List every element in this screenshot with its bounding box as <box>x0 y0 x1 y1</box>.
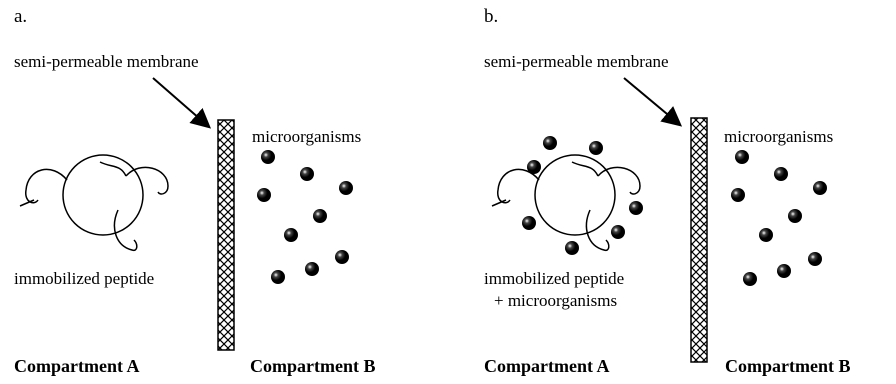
panel-b-peptide-chain-left <box>498 169 539 202</box>
panel-b-compartment-a: Compartment A <box>484 356 609 376</box>
panel-b-membrane-label: semi-permeable membrane <box>484 52 669 71</box>
bound-microorganism <box>565 241 579 255</box>
bound-microorganism <box>527 160 541 174</box>
panel-a-peptide-label: immobilized peptide <box>14 269 154 288</box>
microorganism <box>313 209 327 223</box>
microorganism <box>774 167 788 181</box>
microorganism <box>335 250 349 264</box>
panel-a-peptide-chain-right <box>126 167 168 194</box>
panel-b-organisms-label: microorganisms <box>724 127 833 146</box>
panel-b-peptide-label-line2: + microorganisms <box>494 291 617 310</box>
panel-b-bead-circle <box>535 155 615 235</box>
panel-a-compartment-b: Compartment B <box>250 356 375 376</box>
microorganism <box>813 181 827 195</box>
panel-a-label: a. <box>14 6 27 27</box>
panel-a-chain-top <box>100 162 126 176</box>
panel-a-membrane-label: semi-permeable membrane <box>14 52 199 71</box>
microorganism <box>808 252 822 266</box>
microorganism <box>788 209 802 223</box>
panel-b-bound-organisms <box>522 136 643 255</box>
panel-a: a. semi-permeable membrane immobilized p… <box>14 6 375 376</box>
panel-b-label: b. <box>484 6 498 27</box>
microorganism <box>731 188 745 202</box>
panel-b-peptide-chain-bottom <box>586 210 608 250</box>
microorganism <box>261 150 275 164</box>
bound-microorganism <box>522 216 536 230</box>
panel-a-organisms-label: microorganisms <box>252 127 361 146</box>
panel-b-membrane-arrow <box>624 78 679 124</box>
panel-a-membrane <box>218 120 234 350</box>
microorganism <box>300 167 314 181</box>
panel-b-membrane <box>691 118 707 362</box>
panel-b: b. semi-permeable membrane immobilized p… <box>484 6 850 376</box>
bound-microorganism <box>543 136 557 150</box>
panel-b-chain-top <box>572 162 598 176</box>
panel-a-membrane-arrow <box>153 78 208 126</box>
panel-a-peptide-chain-left <box>26 169 67 202</box>
microorganism <box>257 188 271 202</box>
microorganism <box>759 228 773 242</box>
panel-b-compartment-b: Compartment B <box>725 356 850 376</box>
panel-a-bead-circle <box>63 155 143 235</box>
bound-microorganism <box>611 225 625 239</box>
microorganism <box>777 264 791 278</box>
bound-microorganism <box>629 201 643 215</box>
microorganism <box>305 262 319 276</box>
panel-b-peptide-label: immobilized peptide <box>484 269 624 288</box>
microorganism <box>284 228 298 242</box>
microorganism <box>743 272 757 286</box>
panel-a-peptide-chain-bottom <box>114 210 136 250</box>
panel-b-peptide-chain-right <box>598 167 640 194</box>
panel-a-organisms <box>257 150 353 284</box>
microorganism <box>339 181 353 195</box>
panel-a-peptide-bead <box>20 155 168 250</box>
panel-b-organisms <box>731 150 827 286</box>
microorganism <box>735 150 749 164</box>
panel-a-compartment-a: Compartment A <box>14 356 139 376</box>
microorganism <box>271 270 285 284</box>
bound-microorganism <box>589 141 603 155</box>
